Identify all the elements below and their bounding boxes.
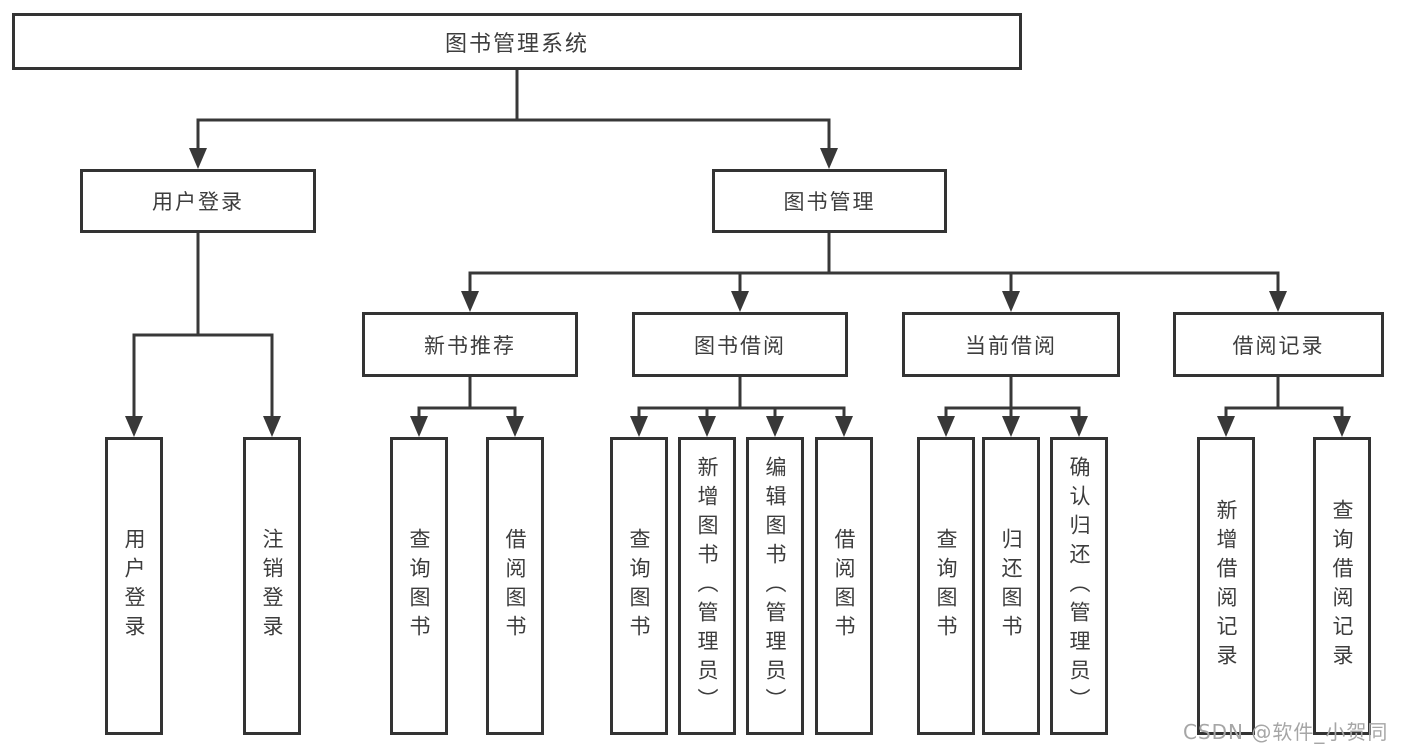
leaf-borrow-books-1: 借阅图书 <box>486 437 544 735</box>
node-new-book-recommend: 新书推荐 <box>362 312 578 377</box>
leaf-query-books-2: 查询图书 <box>610 437 668 735</box>
node-book-borrow: 图书借阅 <box>632 312 848 377</box>
node-user-login-branch: 用户登录 <box>80 169 316 233</box>
watermark: CSDN @软件_小贺同学 <box>1183 720 1389 744</box>
node-book-management: 图书管理 <box>712 169 947 233</box>
leaf-return-books: 归还图书 <box>982 437 1040 735</box>
leaf-query-books-1: 查询图书 <box>390 437 448 735</box>
leaf-add-borrow-record: 新增借阅记录 <box>1197 437 1255 735</box>
leaf-query-borrow-record: 查询借阅记录 <box>1313 437 1371 735</box>
node-root: 图书管理系统 <box>12 13 1022 70</box>
leaf-logout: 注销登录 <box>243 437 301 735</box>
node-borrow-records: 借阅记录 <box>1173 312 1384 377</box>
leaf-confirm-return-admin: 确认归还（管理员） <box>1050 437 1108 735</box>
leaf-add-book-admin: 新增图书（管理员） <box>678 437 736 735</box>
arrowheads <box>125 148 1351 437</box>
node-current-borrow: 当前借阅 <box>902 312 1120 377</box>
leaf-user-login: 用户登录 <box>105 437 163 735</box>
leaf-borrow-books-2: 借阅图书 <box>815 437 873 735</box>
leaf-query-books-3: 查询图书 <box>917 437 975 735</box>
leaf-edit-book-admin: 编辑图书（管理员） <box>746 437 804 735</box>
